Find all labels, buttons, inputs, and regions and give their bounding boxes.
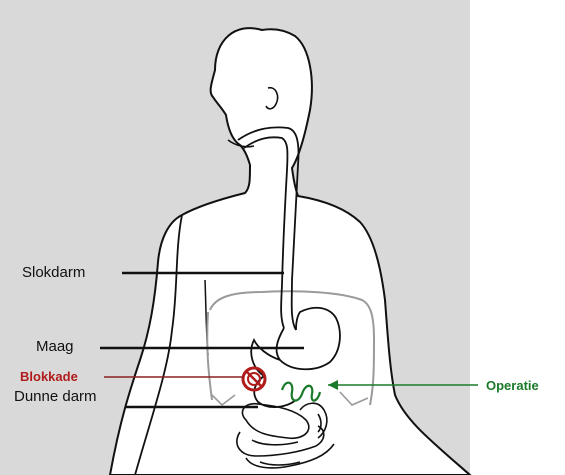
label-small-intestine: Dunne darm <box>14 388 97 405</box>
label-stomach: Maag <box>36 338 74 355</box>
label-surgery: Operatie <box>486 378 539 393</box>
label-esophagus: Slokdarm <box>22 264 85 281</box>
label-blockage: Blokkade <box>20 369 78 384</box>
